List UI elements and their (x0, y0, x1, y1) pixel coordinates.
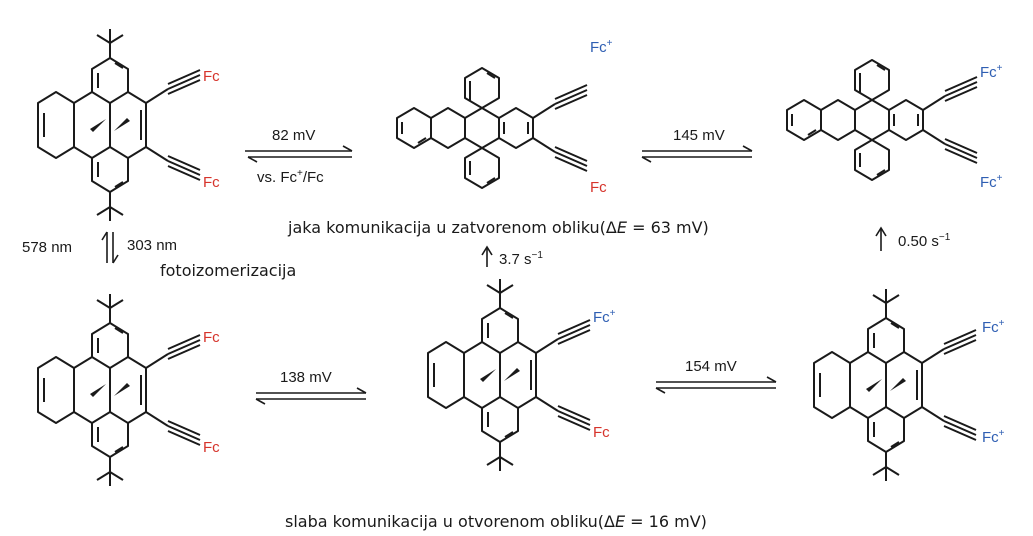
fc-cation-label: Fc+ (593, 308, 616, 326)
fc-cation-label: Fc+ (982, 318, 1005, 336)
fc-label: Fc (590, 179, 607, 196)
molecule-open-monocation (427, 278, 591, 472)
thermal-arrow-middle (481, 245, 493, 267)
photoisomerization-arrow (101, 231, 119, 264)
wavelength-label-578: 578 nm (22, 239, 72, 256)
molecule-open-neutral-top (37, 28, 201, 222)
arrow-label-145mv: 145 mV (673, 127, 725, 144)
rate-label-right: 0.50 s−1 (898, 232, 951, 250)
fc-label: Fc (203, 439, 220, 456)
fc-label: Fc (593, 424, 610, 441)
arrow-label-vs-ref: vs. Fc+/Fc (257, 168, 324, 186)
molecule-closed-dication (786, 59, 978, 181)
molecule-closed-monocation (396, 67, 588, 189)
molecule-open-neutral-bottom (37, 293, 201, 487)
rate-label-middle: 3.7 s−1 (499, 250, 543, 268)
fc-cation-label: Fc+ (980, 63, 1003, 81)
equilibrium-arrow-145mv (641, 145, 753, 163)
wavelength-label-303: 303 nm (127, 237, 177, 254)
photoisomerization-caption: fotoizomerizacija (160, 261, 296, 280)
arrow-label-82mv: 82 mV (272, 127, 315, 144)
fc-cation-label: Fc+ (590, 38, 613, 56)
equilibrium-arrow-138mv (255, 387, 367, 405)
equilibrium-arrow-82mv (245, 145, 353, 163)
molecule-open-dication (813, 288, 977, 482)
fc-label: Fc (203, 329, 220, 346)
arrow-label-154mv: 154 mV (685, 358, 737, 375)
caption-open-form: slaba komunikacija u otvorenom obliku(ΔE… (285, 512, 707, 531)
fc-cation-label: Fc+ (980, 173, 1003, 191)
fc-label: Fc (203, 174, 220, 191)
arrow-label-138mv: 138 mV (280, 369, 332, 386)
thermal-arrow-right (875, 226, 887, 251)
fc-cation-label: Fc+ (982, 428, 1005, 446)
equilibrium-arrow-154mv (655, 376, 777, 394)
caption-closed-form: jaka komunikacija u zatvorenom obliku(ΔE… (287, 218, 709, 237)
fc-label: Fc (203, 68, 220, 85)
